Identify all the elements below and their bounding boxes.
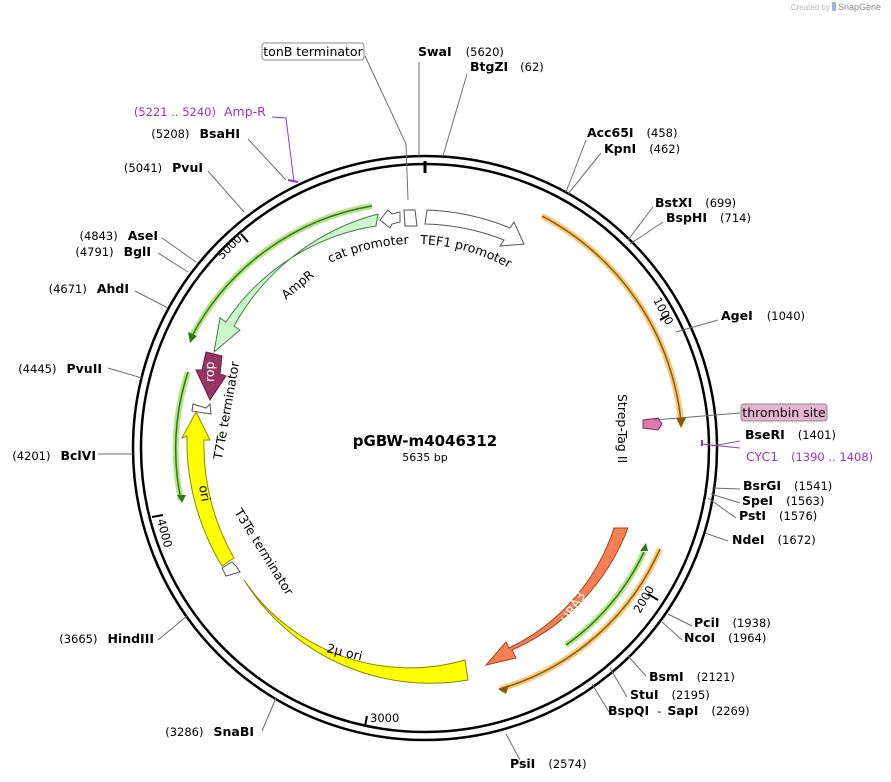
site-agei: AgeI(1040) [721,308,805,323]
primer-cyc1-name: CYC1 [746,449,778,464]
site-snabi: (3286)SnaBI [165,724,254,739]
boxed-feature-tonb: tonB terminator [261,42,365,61]
site-spei: SpeI(1563) [742,493,824,508]
site-pvui: (5041)PvuI [124,160,203,175]
site-acc65i: Acc65I(458) [587,125,677,140]
site-pvuii: (4445)PvuII [18,361,102,376]
tick-labels: 1000 2000 3000 4000 5000 [154,232,676,725]
backbone [131,154,719,742]
site-bsrgi: BsrGI(1541) [743,478,832,493]
orf-arcs [172,203,686,694]
site-bsphi: BspHI(714) [666,210,751,225]
ampr-arrow [213,213,379,354]
feature-arrows [180,209,663,684]
t3te-terminator-arrow [221,561,241,577]
ampr-label: AmpR [278,267,316,303]
tef1-promoter-arrow [424,209,525,247]
site-bseri: BseRI(1401) [745,427,836,442]
site-kpni: KpnI(462) [604,141,680,156]
tonb-terminator-arrow [403,209,418,227]
primer-ampr-name: Amp-R [224,104,266,119]
credit-prefix: Created by [790,3,830,12]
site-ncoi: NcoI(1964) [684,630,766,645]
plasmid-length: 5635 bp [402,451,447,464]
site-bclvi: (4201)BclVI [12,448,96,463]
tick-label-2000: 2000 [630,583,657,615]
primer-labels: (5221 .. 5240) Amp-R CYC1 (1390 .. 1408) [134,104,873,464]
primer-cyc1-range: (1390 .. 1408) [791,450,873,464]
site-bgli: (4791)BglI [75,244,151,259]
primer-ampr-range: (5221 .. 5240) [134,105,216,119]
snapgene-logo-icon [831,2,836,11]
site-ndei: NdeI(1672) [732,532,816,547]
tick-marks [151,233,670,727]
boxed-feature-thrombin: thrombin site [740,403,828,422]
tick-label-5000: 5000 [214,232,245,263]
thrombin-site-label: thrombin site [742,405,826,420]
t3te-terminator-label: T3Te terminator [231,505,297,599]
ura3-label: URA3 [558,589,589,626]
ura3-arrow [484,527,629,666]
cat-promoter-arrow [379,209,401,229]
tonb-terminator-label: tonB terminator [263,44,363,59]
site-leader-lines [98,55,741,761]
site-psti: PstI(1576) [739,508,817,523]
rop-arrow [195,351,227,402]
rop-label: rop [202,361,217,382]
tick-label-3000: 3000 [370,711,399,725]
site-btgzi: BtgZI(62) [470,59,544,74]
two-mu-ori-arrow [243,579,469,684]
plasmid-name: pGBW-m4046312 [353,432,497,450]
site-swai: SwaI(5620) [418,44,504,59]
primer-marks [271,116,741,449]
restriction-sites: SwaI(5620) BtgZI(62) Acc65I(458) KpnI(46… [12,44,836,771]
site-hindiii: (3665)HindIII [59,631,154,646]
site-bsahi: (5208)BsaHI [151,126,240,141]
ori-arrow [180,410,235,567]
t7te-terminator-arrow [191,402,212,415]
cat-promoter-label: cat promoter [325,232,410,266]
site-bsmi: BsmI(2121) [649,669,735,684]
site-ahdi: (4671)AhdI [49,281,129,296]
site-asei: (4843)AseI [80,228,159,243]
site-bstxi: BstXI(699) [655,195,736,210]
snapgene-credit: Created by SnapGene [791,2,881,12]
site-stui: StuI(2195) [630,687,710,702]
site-bspqi-sapi: BspQI-SapI(2269) [608,703,750,718]
ori-label: ori [196,484,214,503]
strep-tag-arrow [642,417,663,431]
strep-tag-label: Strep-Tag II [615,394,630,463]
site-pcii: PciI(1938) [694,615,771,630]
site-psii: PsiI(2574) [510,756,587,771]
credit-brand: SnapGene [837,2,881,12]
